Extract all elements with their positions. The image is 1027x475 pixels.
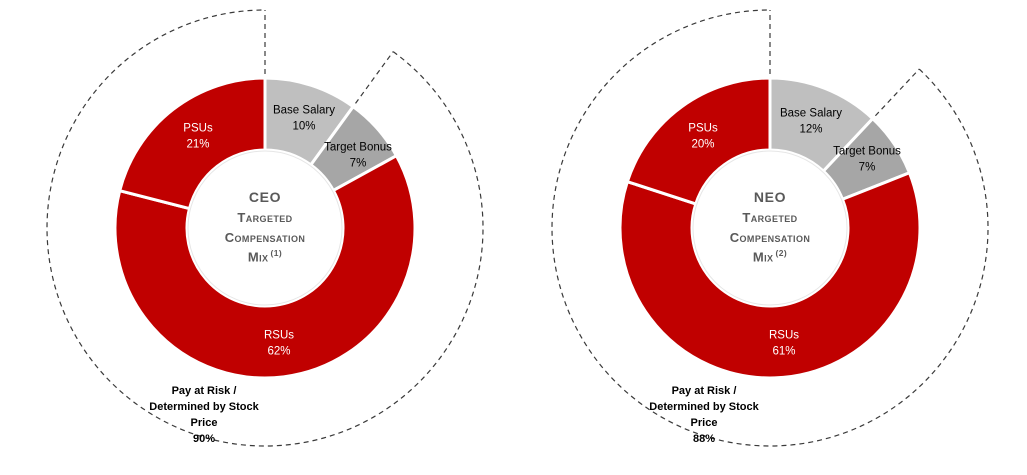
chart-center-line: Compensation (729, 229, 811, 245)
dashed-boundary-line (874, 68, 920, 117)
neo-compensation-donut: Base Salary 12% Target Bonus 7% PSUs 20%… (505, 0, 1027, 475)
segment-pct: 61% (772, 345, 796, 357)
neo-pay-at-risk-annotation: Pay at Risk / Determined by Stock Price … (649, 384, 758, 448)
segment-pct: 10% (292, 120, 316, 132)
ceo-pay-at-risk-annotation: Pay at Risk / Determined by Stock Price … (149, 384, 258, 448)
chart-center-line: Targeted (742, 210, 798, 226)
segment-pct: 7% (858, 161, 876, 173)
segment-name: Base Salary (779, 107, 843, 120)
ceo-target-bonus-label: Target Bonus 7% (324, 140, 392, 171)
footnote-ref: (1) (270, 248, 283, 259)
ceo-psus-label: PSUs 21% (183, 121, 212, 152)
annotation-line: Price (690, 417, 718, 429)
neo-center-text: NEO Targeted Compensation Mix(2) (695, 189, 845, 267)
chart-center-line: Mix(2) (752, 248, 788, 265)
ceo-base-salary-label: Base Salary 10% (273, 103, 335, 134)
ceo-rsus-label: RSUs 62% (264, 328, 294, 359)
donut-hole (187, 150, 343, 306)
segment-pct: 7% (349, 157, 367, 169)
slice-rsus (618, 171, 922, 380)
pay-at-risk-dashed-arc (551, 9, 989, 447)
segment-name: PSUs (183, 122, 213, 135)
ceo-donut-svg (46, 9, 484, 447)
segment-name: Target Bonus (324, 141, 392, 154)
segment-name: Base Salary (272, 104, 336, 117)
ceo-center-text: CEO Targeted Compensation Mix(1) (190, 189, 340, 267)
annotation-line: Pay at Risk / (171, 385, 237, 398)
annotation-line: Determined by Stock (649, 401, 759, 414)
chart-center-line: Compensation (224, 229, 306, 245)
segment-name: RSUs (263, 329, 295, 342)
neo-psus-label: PSUs 20% (688, 121, 717, 152)
neo-donut-svg (551, 9, 989, 447)
chart-center-line: Mix(1) (247, 248, 283, 265)
neo-rsus-label: RSUs 61% (769, 328, 799, 359)
annotation-pct: 90% (192, 432, 216, 445)
segment-name: RSUs (768, 329, 800, 342)
annotation-pct: 88% (692, 432, 716, 445)
segment-pct: 21% (186, 138, 210, 150)
segment-pct: 20% (691, 138, 715, 150)
annotation-line: Pay at Risk / (671, 385, 737, 398)
segment-name: Target Bonus (833, 145, 901, 158)
donut-hole (692, 150, 848, 306)
segment-pct: 12% (799, 123, 823, 135)
annotation-line: Determined by Stock (149, 401, 259, 414)
segment-name: PSUs (688, 122, 718, 135)
segment-pct: 62% (267, 345, 291, 357)
dashed-boundary-line (355, 51, 394, 104)
slice-psus (625, 76, 772, 206)
footnote-ref: (2) (775, 248, 788, 259)
chart-center-title: NEO (753, 189, 787, 206)
neo-base-salary-label: Base Salary 12% (780, 106, 842, 137)
slice-psus (118, 76, 267, 211)
chart-center-title: CEO (248, 189, 282, 206)
chart-center-line: Targeted (237, 210, 293, 226)
slice-rsus (113, 154, 417, 380)
ceo-compensation-donut: Base Salary 10% Target Bonus 7% PSUs 21%… (46, 9, 484, 448)
neo-target-bonus-label: Target Bonus 7% (833, 144, 901, 175)
pay-at-risk-dashed-arc (46, 9, 484, 447)
annotation-line: Price (190, 417, 218, 429)
